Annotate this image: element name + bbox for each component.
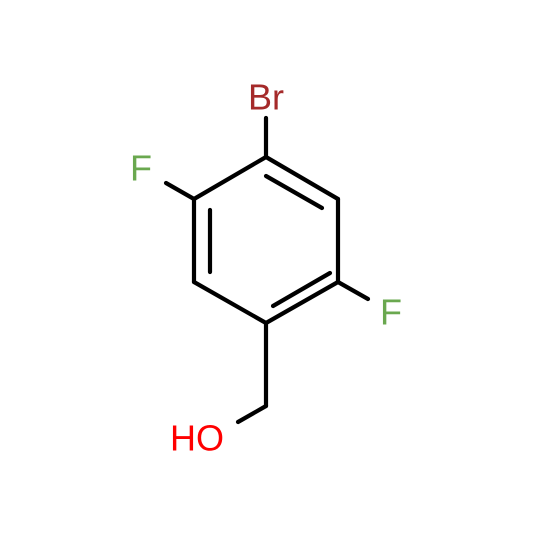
bond-c3-c4 (263, 154, 341, 202)
bond-ch2-o (235, 403, 269, 425)
fluorine-label-upper: F (130, 148, 152, 189)
bond-c2-f (335, 279, 371, 302)
inner-bond-c3-c4 (263, 173, 325, 211)
inner-bond-c1-c2 (270, 270, 333, 309)
bond-c1-c2 (263, 279, 341, 326)
bromine-label: Br (248, 77, 284, 118)
bond-c6-c1 (191, 279, 269, 326)
bond-c5-f (163, 180, 197, 202)
bond-c4-c5 (191, 154, 269, 202)
fluorine-label-lower: F (380, 292, 402, 333)
hydroxyl-label: HO (170, 418, 224, 459)
